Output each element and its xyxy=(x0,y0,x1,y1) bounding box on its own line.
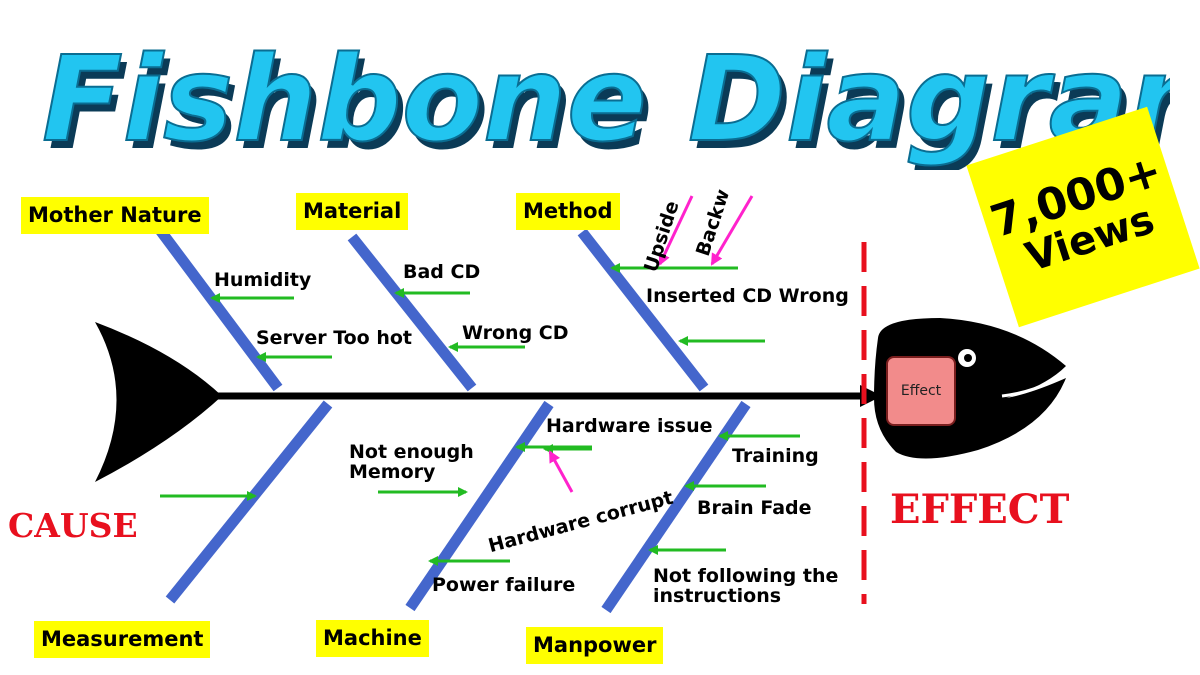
cause-server-too-hot: Server Too hot xyxy=(256,327,413,349)
cause-hardware-issue: Hardware issue xyxy=(546,415,713,437)
cause-power-failure: Power failure xyxy=(432,574,576,596)
cause-not-following: Not following the instructions xyxy=(653,565,839,607)
title-shadow: Fishbone Diagram xyxy=(48,38,1170,170)
page-title: Fishbone Diagram xyxy=(42,30,1170,168)
arrow-upside xyxy=(658,195,694,266)
cause-inserted-cd-wrong: Inserted CD Wrong xyxy=(646,285,849,307)
effect-heading: EFFECT xyxy=(890,486,1070,533)
category-material: Material xyxy=(296,193,409,230)
cause-wrong-cd: Wrong CD xyxy=(462,322,569,344)
bone-method xyxy=(577,228,709,392)
effect-box: Effect xyxy=(886,356,956,426)
cause-training: Training xyxy=(732,445,819,467)
category-machine: Machine xyxy=(316,620,429,657)
category-mother-nature: Mother Nature xyxy=(21,197,209,234)
cause-heading: CAUSE xyxy=(8,506,138,545)
title-graphic: Fishbone Diagram Fishbone Diagram xyxy=(41,29,1170,170)
arrow-hardware-corrupt-pink xyxy=(548,450,574,493)
bone-material xyxy=(347,233,477,392)
arrow-backw xyxy=(710,195,754,266)
category-method: Method xyxy=(516,193,620,230)
fish-mouth-icon xyxy=(1001,374,1061,398)
cause-bad-cd: Bad CD xyxy=(403,261,481,283)
category-measurement: Measurement xyxy=(34,621,211,658)
fish-tail-icon xyxy=(95,322,222,482)
cause-humidity: Humidity xyxy=(214,269,312,291)
bone-measurement xyxy=(165,400,333,604)
bone-machine xyxy=(405,400,554,612)
cause-not-enough-memory: Not enough Memory xyxy=(349,441,474,483)
cause-brain-fade: Brain Fade xyxy=(697,497,812,519)
category-manpower: Manpower xyxy=(526,627,664,664)
